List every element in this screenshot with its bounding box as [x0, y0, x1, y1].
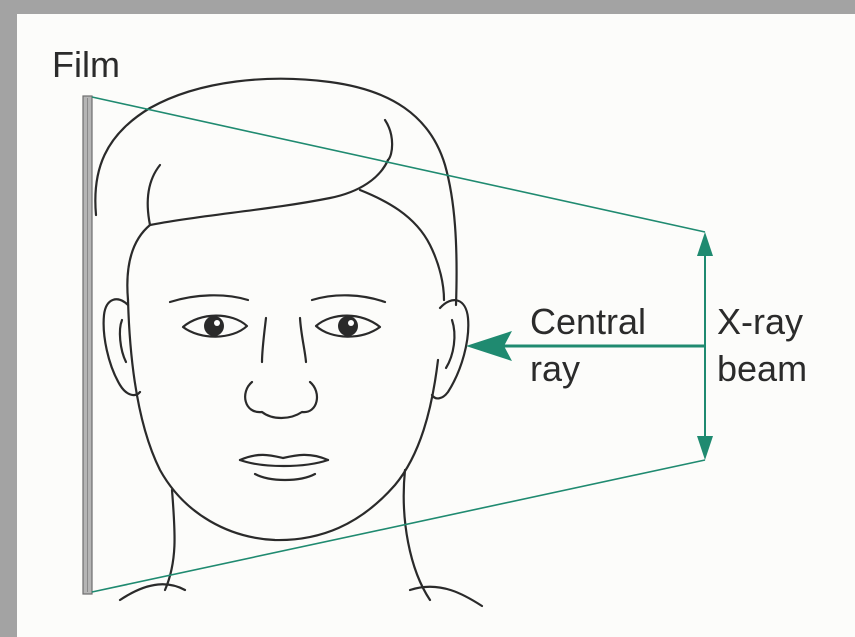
right-iris [338, 316, 358, 336]
central-ray-label-line2: ray [530, 350, 580, 388]
central-ray-label-line1: Central [530, 303, 646, 341]
head-drawing [95, 79, 482, 606]
beam-arrow-up [697, 232, 713, 256]
xray-beam-label-line1: X-ray [717, 303, 803, 341]
left-iris [204, 316, 224, 336]
xray-beam-label-line2: beam [717, 350, 807, 388]
film-label: Film [52, 46, 120, 84]
beam-upper-edge [92, 97, 705, 232]
beam-arrow-down [697, 436, 713, 460]
